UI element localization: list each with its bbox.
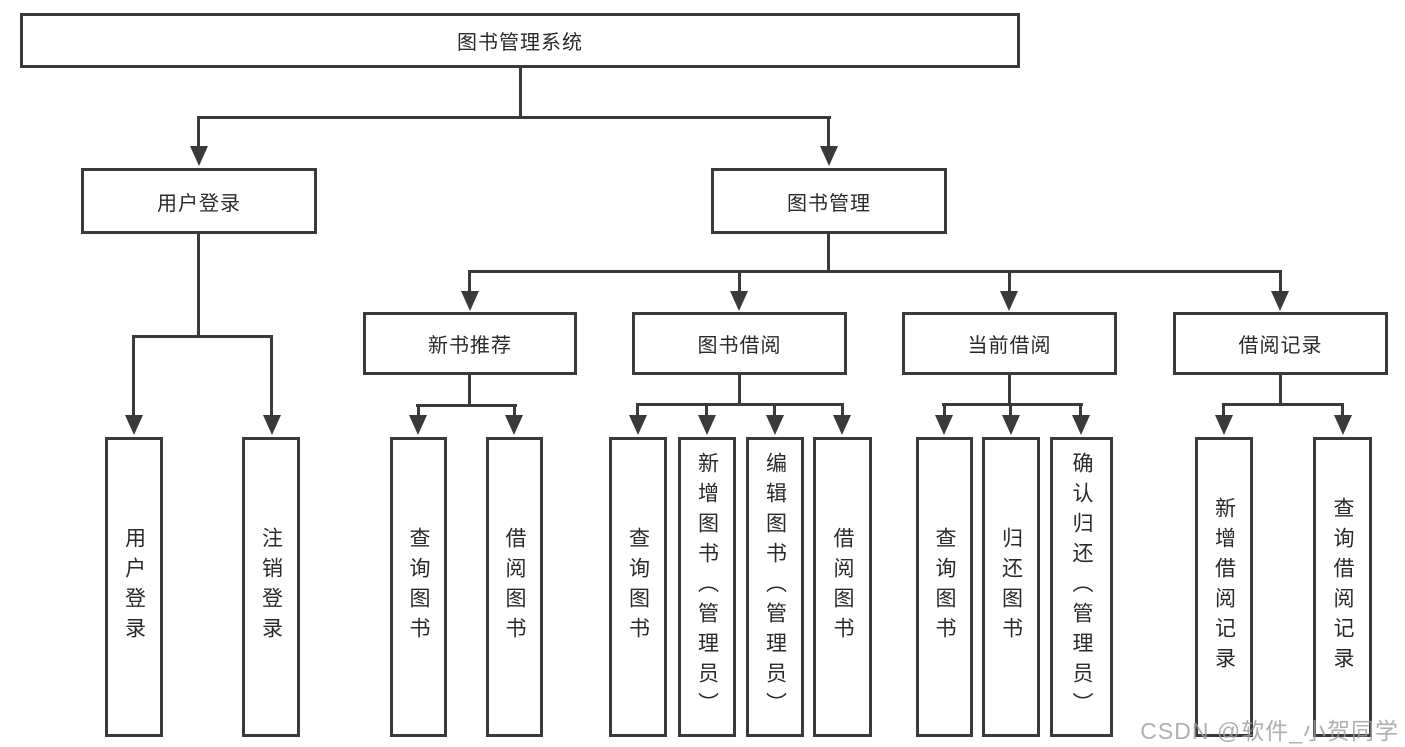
leaf-edit-books-admin: 编辑图书（管理员） <box>746 437 804 737</box>
arrow-down-icon <box>820 146 838 166</box>
connector-line <box>270 337 273 419</box>
leaf-query-books-1: 查询图书 <box>390 437 447 737</box>
connector-line <box>1008 272 1011 294</box>
arrow-down-icon <box>698 415 716 435</box>
connector-line <box>468 272 471 294</box>
leaf-label: 编辑图书（管理员） <box>763 452 787 722</box>
leaf-label: 确认归还（管理员） <box>1070 452 1093 722</box>
arrow-down-icon <box>1072 415 1090 435</box>
arrow-down-icon <box>125 415 143 435</box>
connector-line <box>738 272 741 294</box>
arrow-down-icon <box>629 415 647 435</box>
leaf-query-books-2: 查询图书 <box>609 437 667 737</box>
arrow-down-icon <box>505 415 523 435</box>
leaf-label: 新增借阅记录 <box>1212 497 1236 677</box>
leaf-label: 注销登录 <box>259 527 283 647</box>
leaf-borrow-books-2: 借阅图书 <box>813 437 872 737</box>
node-label: 当前借阅 <box>967 335 1052 357</box>
connector-line <box>1079 405 1082 418</box>
connector-line <box>1341 405 1344 418</box>
node-label: 图书借阅 <box>697 335 782 357</box>
connector-line <box>468 373 471 407</box>
leaf-add-borrow-record: 新增借阅记录 <box>1195 437 1253 737</box>
connector-line <box>1008 373 1011 406</box>
leaf-label: 借阅图书 <box>503 527 526 647</box>
connector-line <box>513 406 516 418</box>
leaf-user-login: 用户登录 <box>105 437 163 737</box>
connector-line <box>943 405 946 418</box>
leaf-label: 归还图书 <box>999 527 1023 647</box>
connector-line <box>1222 403 1344 406</box>
leaf-logout: 注销登录 <box>242 437 300 737</box>
node-root-system: 图书管理系统 <box>20 13 1020 68</box>
node-label: 图书管理 <box>787 192 871 215</box>
connector-line <box>1279 272 1282 294</box>
node-label: 用户登录 <box>157 192 241 215</box>
leaf-query-borrow-record: 查询借阅记录 <box>1313 437 1372 737</box>
arrow-down-icon <box>833 415 851 435</box>
leaf-label: 用户登录 <box>122 527 146 647</box>
watermark-text: CSDN @软件_小贺同学 <box>1140 718 1399 744</box>
arrow-down-icon <box>461 291 479 311</box>
leaf-confirm-return-admin: 确认归还（管理员） <box>1050 437 1113 737</box>
connector-line <box>197 232 200 338</box>
connector-line <box>417 406 420 418</box>
leaf-label: 查询图书 <box>933 527 956 647</box>
leaf-return-books: 归还图书 <box>982 437 1040 737</box>
arrow-down-icon <box>1002 415 1020 435</box>
connector-line <box>197 116 831 119</box>
arrow-down-icon <box>409 415 427 435</box>
leaf-query-books-3: 查询图书 <box>916 437 973 737</box>
arrow-down-icon <box>1334 415 1352 435</box>
node-book-borrowing: 图书借阅 <box>632 312 847 375</box>
connector-line <box>132 335 273 338</box>
connector-line <box>942 403 1083 406</box>
connector-line <box>519 67 522 118</box>
connector-line <box>468 270 1282 273</box>
connector-line <box>738 373 741 406</box>
connector-line <box>1009 405 1012 418</box>
connector-line <box>773 405 776 418</box>
arrow-down-icon <box>1000 291 1018 311</box>
arrow-down-icon <box>190 146 208 166</box>
node-book-management: 图书管理 <box>711 168 947 234</box>
arrow-down-icon <box>935 415 953 435</box>
node-borrowing-records: 借阅记录 <box>1173 312 1388 375</box>
connector-line <box>132 337 135 419</box>
connector-line <box>705 405 708 418</box>
node-new-book-recommendation: 新书推荐 <box>363 312 577 375</box>
arrow-down-icon <box>730 291 748 311</box>
node-current-borrowing: 当前借阅 <box>902 312 1117 375</box>
arrow-down-icon <box>1271 291 1289 311</box>
leaf-label: 借阅图书 <box>831 527 854 647</box>
leaf-label: 查询图书 <box>407 527 430 647</box>
connector-line <box>1279 373 1282 406</box>
connector-line <box>841 405 844 418</box>
leaf-add-books-admin: 新增图书（管理员） <box>678 437 736 737</box>
leaf-borrow-books-1: 借阅图书 <box>486 437 543 737</box>
node-user-login: 用户登录 <box>81 168 317 234</box>
connector-line <box>827 232 830 273</box>
arrow-down-icon <box>1215 415 1233 435</box>
connector-line <box>416 404 517 407</box>
connector-line <box>827 118 830 150</box>
node-label: 新书推荐 <box>428 335 512 357</box>
leaf-label: 查询借阅记录 <box>1331 497 1354 677</box>
arrow-down-icon <box>766 415 784 435</box>
connector-line <box>636 403 844 406</box>
leaf-label: 新增图书（管理员） <box>695 452 719 722</box>
connector-line <box>636 405 639 418</box>
connector-line <box>197 118 200 150</box>
connector-line <box>1222 405 1225 418</box>
node-label: 图书管理系统 <box>457 32 583 54</box>
leaf-label: 查询图书 <box>626 527 650 647</box>
node-label: 借阅记录 <box>1238 335 1323 357</box>
arrow-down-icon <box>263 415 281 435</box>
